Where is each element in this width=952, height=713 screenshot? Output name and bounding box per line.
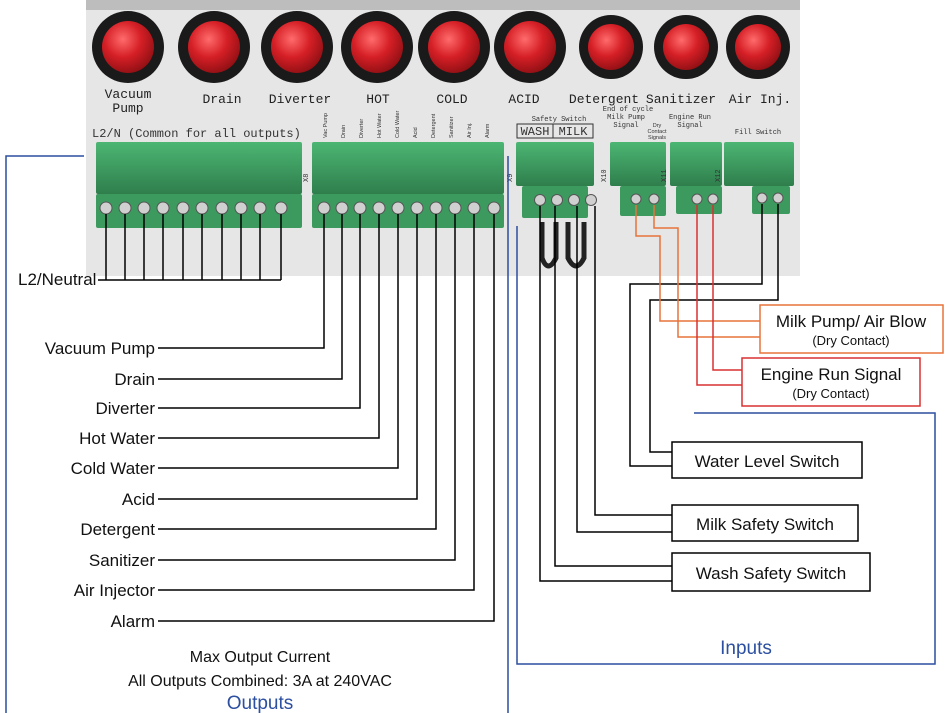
red-buttons: Vacuum Pump Drain Diverter HOT COLD ACID… — [92, 11, 791, 116]
button-cold: COLD — [418, 11, 490, 107]
panel-milk-label: MILK — [559, 125, 589, 139]
pin-label-diverter: Diverter — [359, 119, 365, 138]
button-label-detergent: Detergent — [569, 92, 639, 107]
terminal-block-x8 — [312, 142, 504, 228]
inputs-group-label: Inputs — [720, 638, 772, 659]
input-box-milk-pump: Milk Pump/ Air Blow (Dry Contact) — [759, 304, 944, 354]
pin-label-cold-water: Cold Water — [395, 111, 401, 138]
panel-milk-pump-signal-label-2: Signal — [613, 122, 638, 130]
input-label-engine-run-signal: Engine Run Signal — [761, 365, 902, 384]
panel-dry-contact-label-2: Contact — [648, 129, 667, 135]
input-wires-orange — [635, 205, 760, 338]
panel-engine-run-signal-label-2: Signal — [677, 122, 702, 130]
output-label-hot-water: Hot Water — [79, 429, 155, 448]
pin-label-drain: Drain — [341, 125, 347, 138]
pin-label-vac-pump: Vac Pump — [323, 113, 329, 138]
terminal-screws — [99, 192, 784, 215]
output-label-vacuum-pump: Vacuum Pump — [45, 339, 155, 358]
button-label-air-injector: Air Inj. — [729, 92, 791, 107]
input-box-wash-safety: Wash Safety Switch — [671, 552, 871, 592]
output-wires — [98, 214, 495, 622]
input-box-water-level: Water Level Switch — [671, 441, 863, 479]
button-label-cold: COLD — [436, 92, 467, 107]
output-label-air-injector: Air Injector — [74, 581, 156, 600]
connector-code-x10: X10 — [601, 169, 609, 182]
button-diverter: Diverter — [261, 11, 333, 107]
panel-fill-switch-label: Fill Switch — [735, 129, 781, 137]
x8-pin-labels: Vac Pump Drain Diverter Hot Water Cold W… — [323, 111, 491, 138]
input-label-water-level-switch: Water Level Switch — [695, 452, 840, 471]
button-sanitizer: Sanitizer — [646, 15, 718, 107]
button-label-acid: ACID — [508, 92, 539, 107]
button-acid: ACID — [494, 11, 566, 107]
button-vacuum-pump: Vacuum Pump — [92, 11, 164, 116]
input-label-milk-pump-air-blow: Milk Pump/ Air Blow — [776, 312, 927, 331]
button-label-vacuum-pump-2: Pump — [112, 101, 143, 116]
panel-milk-pump-signal-label-1: Milk Pump — [607, 114, 645, 122]
panel-common-label: L2/N (Common for all outputs) — [92, 127, 301, 141]
input-wires-black — [539, 204, 779, 582]
pin-label-acid: Acid — [413, 127, 419, 138]
output-label-sanitizer: Sanitizer — [89, 551, 155, 570]
input-box-milk-safety: Milk Safety Switch — [671, 504, 859, 542]
connector-code-x12: X12 — [715, 169, 723, 182]
panel-safety-switch-label: Safety Switch — [532, 116, 587, 124]
safety-switch-jumpers — [539, 222, 587, 269]
pin-label-sanitizer: Sanitizer — [449, 116, 455, 138]
panel-dry-contact-label-1: Dry — [653, 123, 662, 129]
input-label-wash-safety-switch: Wash Safety Switch — [696, 564, 847, 583]
outputs-bracket — [5, 155, 84, 713]
button-detergent: Detergent — [569, 15, 643, 107]
output-label-alarm: Alarm — [111, 612, 155, 631]
panel-engine-run-signal-label-1: Engine Run — [669, 114, 711, 122]
outputs-note-line2: All Outputs Combined: 3A at 240VAC — [128, 673, 392, 690]
pin-label-alarm: Alarm — [485, 123, 491, 138]
input-wires-red — [696, 205, 742, 386]
output-label-detergent: Detergent — [80, 520, 155, 539]
output-label-acid: Acid — [122, 490, 155, 509]
output-label-cold-water: Cold Water — [71, 459, 156, 478]
inputs-bracket — [516, 226, 936, 665]
button-label-diverter: Diverter — [269, 92, 331, 107]
panel-end-of-cycle-label: End of cycle — [603, 106, 653, 114]
terminal-block-common — [96, 142, 302, 228]
button-air-injector: Air Inj. — [726, 15, 791, 107]
pin-label-hot-water: Hot Water — [377, 113, 383, 138]
button-label-hot: HOT — [366, 92, 390, 107]
button-label-sanitizer: Sanitizer — [646, 92, 716, 107]
pin-label-detergent: Detergent — [431, 113, 437, 138]
input-label-milk-pump-dry-contact: (Dry Contact) — [812, 333, 889, 348]
button-label-vacuum-pump-1: Vacuum — [105, 87, 152, 102]
output-label-l2-neutral: L2/Neutral — [18, 270, 96, 289]
button-hot: HOT — [341, 11, 413, 107]
panel-top-shadow — [86, 0, 800, 10]
output-label-diverter: Diverter — [95, 399, 155, 418]
pin-label-air-inj: Air Inj. — [467, 122, 473, 138]
input-label-milk-safety-switch: Milk Safety Switch — [696, 515, 834, 534]
button-drain: Drain — [178, 11, 250, 107]
input-box-engine-run: Engine Run Signal (Dry Contact) — [741, 357, 921, 407]
connector-code-x9: X9 — [507, 174, 515, 182]
output-label-drain: Drain — [114, 370, 155, 389]
panel-wash-label: WASH — [521, 125, 550, 139]
input-label-engine-run-dry-contact: (Dry Contact) — [792, 386, 869, 401]
connector-code-x8: X8 — [303, 174, 311, 182]
panel-dry-contact-label-3: Signals — [648, 135, 666, 141]
outputs-note-line1: Max Output Current — [190, 649, 331, 666]
outputs-group-label: Outputs — [227, 693, 294, 713]
button-label-drain: Drain — [202, 92, 241, 107]
output-labels: Vacuum Pump Drain Diverter Hot Water Col… — [45, 339, 156, 631]
connector-code-x11: X11 — [661, 169, 669, 182]
